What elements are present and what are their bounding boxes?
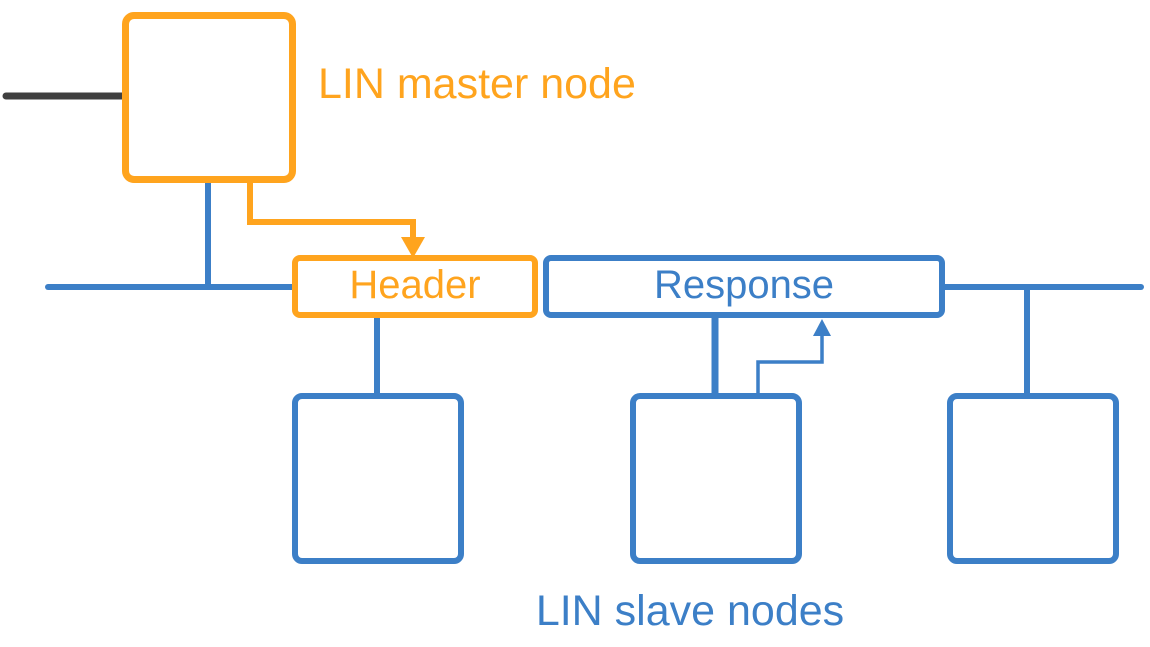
header-frame-label: Header [349, 263, 481, 307]
master-to-header-arrowhead-icon [401, 237, 425, 258]
lin-slave-node-box-3 [947, 393, 1119, 564]
header-frame-box: Header [292, 255, 538, 318]
lin-slave-node-box-2 [630, 393, 802, 564]
response-frame-box: Response [543, 255, 945, 318]
lin-slave-nodes-label: LIN slave nodes [535, 587, 845, 635]
response-frame-label: Response [653, 263, 835, 307]
lin-slave-node-box-1 [292, 393, 464, 564]
lin-master-node-box [122, 12, 296, 183]
slave2-to-response-arrowhead-icon [813, 319, 831, 336]
slave2-to-response-arrow-line [756, 334, 824, 396]
lin-master-node-label: LIN master node [318, 60, 636, 108]
master-to-header-arrow-line [247, 180, 416, 239]
